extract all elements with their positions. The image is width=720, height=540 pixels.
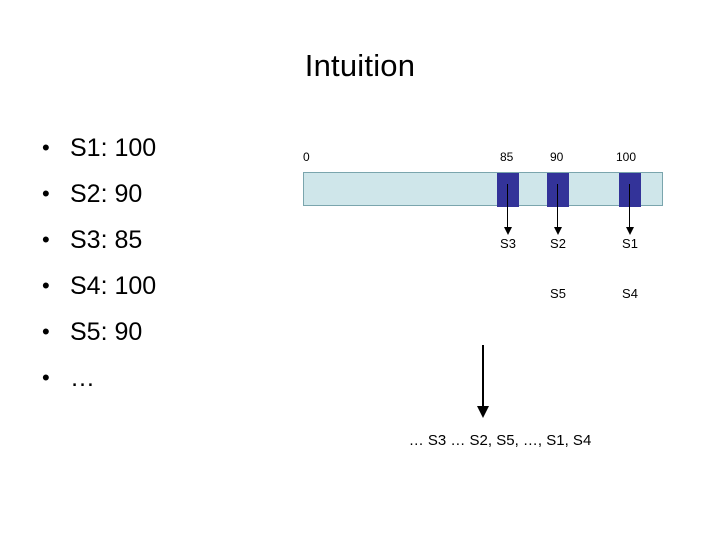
bullet-marker-icon: • (42, 319, 50, 344)
scale-label-0: 0 (303, 150, 310, 164)
arrow-to-s1 (625, 184, 634, 235)
node-label-s4: S4 (622, 286, 638, 301)
score-block-100 (619, 173, 641, 207)
list-item: • S4: 100 (32, 263, 282, 309)
list-item-label: S4: 100 (70, 272, 157, 300)
bullet-marker-icon: • (42, 273, 50, 298)
bullet-list: • S1: 100 • S2: 90 • S3: 85 • S4: 100 • … (32, 125, 282, 401)
list-item: • S2: 90 (32, 171, 282, 217)
score-block-90 (547, 173, 569, 207)
list-item-label: S1: 100 (70, 134, 157, 162)
node-label-s3: S3 (500, 236, 516, 251)
ordering-arrow (477, 345, 489, 418)
score-block-85 (497, 173, 519, 207)
node-label-s2: S2 (550, 236, 566, 251)
list-item: • S5: 90 (32, 309, 282, 355)
scale-label-90: 90 (550, 150, 564, 164)
scale-label-100: 100 (616, 150, 637, 164)
node-label-s1: S1 (622, 236, 638, 251)
bullet-marker-icon: • (42, 135, 50, 160)
page-title: Intuition (304, 48, 416, 83)
list-item: • S1: 100 (32, 125, 282, 171)
bullet-marker-icon: • (42, 365, 50, 390)
list-item: • … (32, 355, 282, 401)
list-item-label: S2: 90 (70, 180, 143, 208)
bullet-marker-icon: • (42, 181, 50, 206)
score-bar-track (303, 172, 663, 207)
list-item-label: … (70, 364, 95, 392)
node-label-s5: S5 (550, 286, 566, 301)
list-item-label: S3: 85 (70, 226, 143, 254)
score-line-diagram: 0 85 90 100 S3 S2 S1 S5 S4 … S3 … S2, S5… (290, 140, 710, 480)
list-item: • S3: 85 (32, 217, 282, 263)
ranked-sequence-label: … S3 … S2, S5, …, S1, S4 (408, 432, 592, 449)
arrow-to-s3 (503, 184, 512, 235)
bullet-marker-icon: • (42, 227, 50, 252)
list-item-label: S5: 90 (70, 318, 143, 346)
scale-label-85: 85 (500, 150, 514, 164)
arrow-to-s2 (553, 184, 562, 235)
